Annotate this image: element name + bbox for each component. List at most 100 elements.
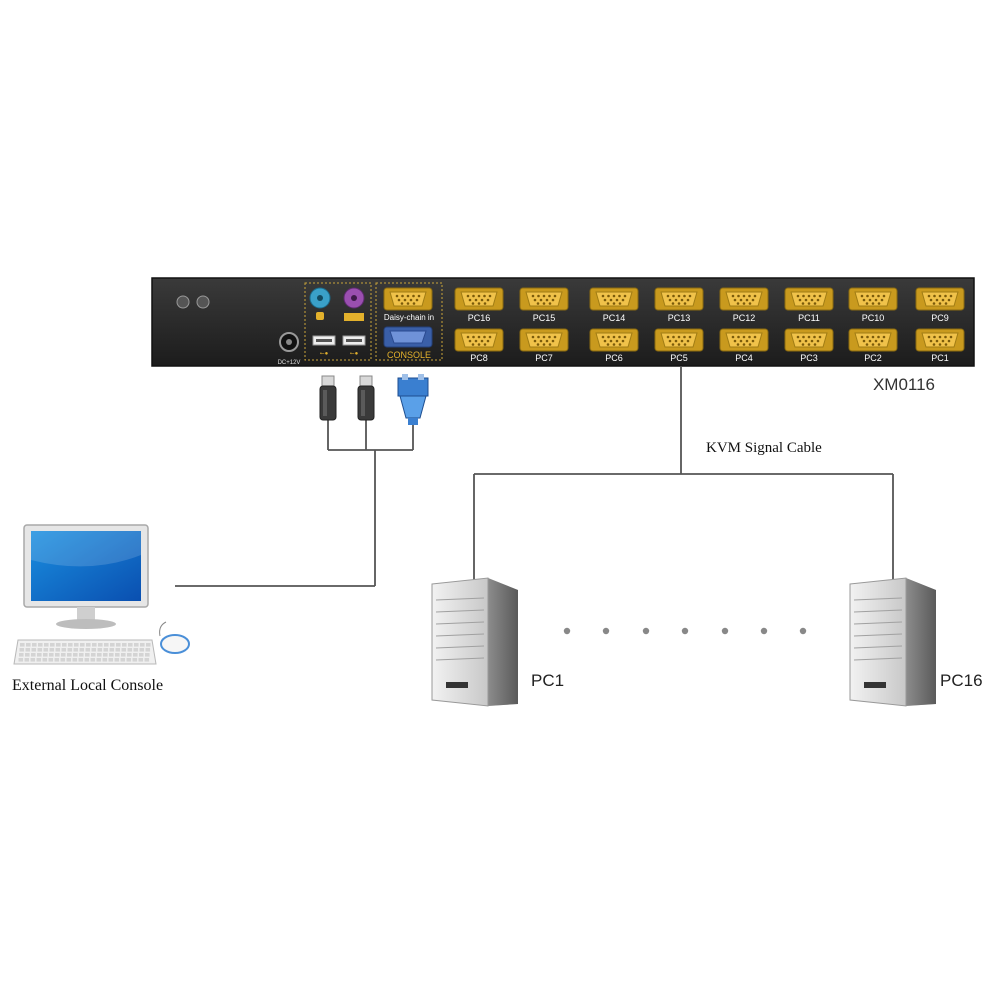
pc1-tower-icon xyxy=(431,577,518,707)
key xyxy=(104,643,109,647)
port-label: PC9 xyxy=(931,313,949,323)
key xyxy=(20,643,25,647)
key xyxy=(120,658,126,662)
model-label: XM0116 xyxy=(873,375,935,394)
key xyxy=(79,653,84,657)
key xyxy=(55,653,60,657)
key xyxy=(139,648,145,652)
key xyxy=(85,648,91,652)
vga-port-icon xyxy=(454,328,504,352)
key xyxy=(122,643,127,647)
kvm-signal-cable xyxy=(473,366,894,582)
vga-plug-icon xyxy=(397,374,429,425)
vga-port-pc13: PC13 xyxy=(654,287,704,323)
pc16-tower-icon xyxy=(849,577,936,707)
port-label: PC11 xyxy=(798,313,820,323)
key xyxy=(80,643,85,647)
key xyxy=(139,653,144,657)
power-jack-icon xyxy=(279,332,299,352)
key xyxy=(126,658,132,662)
port-label: PC4 xyxy=(735,353,753,363)
key xyxy=(110,643,115,647)
vga-port-pc16: PC16 xyxy=(454,287,504,323)
key xyxy=(37,648,43,652)
key xyxy=(37,653,42,657)
key xyxy=(108,658,114,662)
vga-port-icon xyxy=(915,287,965,311)
key xyxy=(62,643,67,647)
key xyxy=(84,658,90,662)
key xyxy=(127,648,133,652)
key xyxy=(144,658,150,662)
key xyxy=(42,658,48,662)
key xyxy=(26,643,31,647)
key xyxy=(133,648,139,652)
ellipsis-dots xyxy=(563,627,807,635)
key xyxy=(31,653,36,657)
port-label: PC12 xyxy=(733,313,756,323)
vga-port-icon xyxy=(589,328,639,352)
mouse-icon xyxy=(159,621,190,654)
key xyxy=(96,658,102,662)
key xyxy=(109,648,115,652)
key xyxy=(103,648,109,652)
key xyxy=(85,653,90,657)
key xyxy=(121,648,127,652)
vga-port-icon xyxy=(454,287,504,311)
svg-text:⭠●: ⭠● xyxy=(350,351,359,357)
key xyxy=(73,648,79,652)
port-label: PC15 xyxy=(533,313,556,323)
key xyxy=(66,658,72,662)
kvm-switch-panel: DC+12V ⭠● ⭠● Daisy-chain in xyxy=(151,277,975,367)
console-input-group xyxy=(304,282,372,361)
key xyxy=(92,643,97,647)
port-label: PC5 xyxy=(670,353,688,363)
vga-port-pc12: PC12 xyxy=(719,287,769,323)
key xyxy=(19,648,25,652)
vga-port-pc11: PC11 xyxy=(784,287,834,323)
key xyxy=(49,653,54,657)
key xyxy=(90,658,96,662)
usb-plug-icon xyxy=(357,375,375,421)
key xyxy=(43,653,48,657)
key xyxy=(109,653,114,657)
key xyxy=(145,648,151,652)
key xyxy=(145,653,150,657)
vga-port-pc9: PC9 xyxy=(915,287,965,323)
key xyxy=(140,643,145,647)
key xyxy=(121,653,126,657)
key xyxy=(18,658,24,662)
console-label: CONSOLE xyxy=(387,350,431,360)
usb-plug-icon xyxy=(319,375,337,421)
usb-port-icon: ⭠● xyxy=(312,335,336,357)
console-caption: External Local Console xyxy=(12,677,163,694)
key xyxy=(43,648,49,652)
key xyxy=(25,653,30,657)
key xyxy=(61,648,67,652)
key xyxy=(50,643,55,647)
vga-port-icon xyxy=(719,287,769,311)
usb-port-icon: ⭠● xyxy=(342,335,366,357)
key xyxy=(31,648,37,652)
screw-icon xyxy=(176,295,210,309)
vga-port-icon xyxy=(719,328,769,352)
cable-label: KVM Signal Cable xyxy=(706,440,822,456)
ps2-mouse-port-icon xyxy=(309,287,331,320)
power-label: DC+12V xyxy=(278,360,301,366)
key xyxy=(103,653,108,657)
key xyxy=(73,653,78,657)
key xyxy=(32,643,37,647)
key xyxy=(133,653,138,657)
ps2-keyboard-port-icon xyxy=(343,287,365,321)
key xyxy=(115,648,121,652)
pc16-label: PC16 xyxy=(940,671,983,690)
daisy-chain-port xyxy=(383,287,433,311)
port-label: PC14 xyxy=(603,313,626,323)
key xyxy=(78,658,84,662)
port-label: PC3 xyxy=(800,353,818,363)
key xyxy=(24,658,30,662)
port-label: PC16 xyxy=(468,313,491,323)
key xyxy=(146,643,151,647)
key xyxy=(97,653,102,657)
